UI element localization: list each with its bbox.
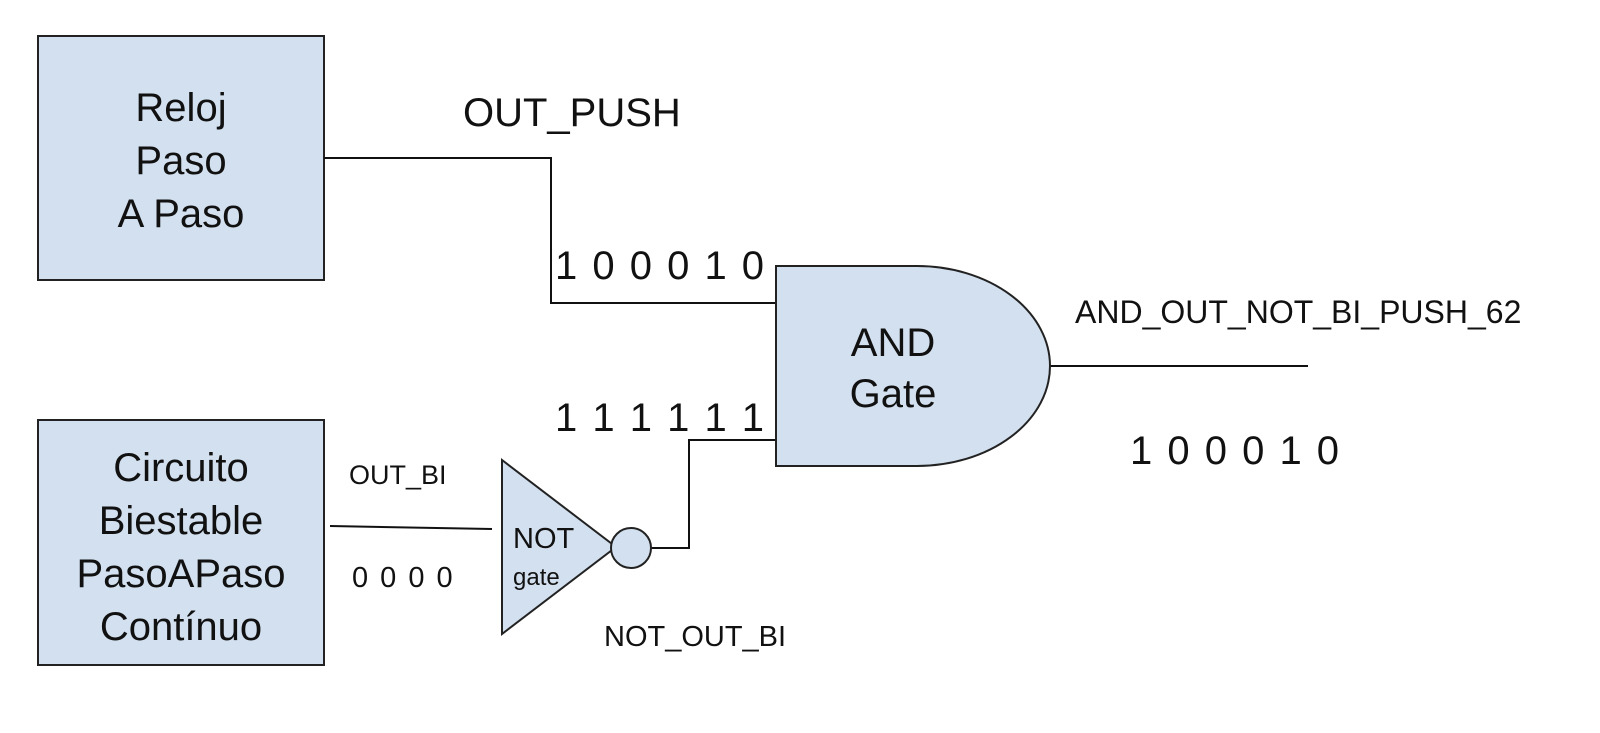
bistable-block-line-2: Biestable	[99, 499, 264, 543]
and-gate: AND Gate	[775, 265, 1051, 467]
and-gate-line-1: AND	[851, 321, 935, 365]
bistable-block: Circuito Biestable PasoAPaso Contínuo	[37, 419, 325, 666]
not-gate-triangle	[501, 457, 618, 637]
not-gate-bubble	[610, 527, 652, 569]
bistable-block-line-1: Circuito	[113, 446, 249, 490]
out-push-label: OUT_PUSH	[463, 91, 681, 135]
out-bi-value: 0 0 0 0	[352, 562, 455, 594]
not-gate: NOT gate	[501, 457, 652, 637]
not-gate-line-2: gate	[513, 564, 560, 591]
not-out-bi-label: NOT_OUT_BI	[604, 621, 786, 653]
not-gate-line-1: NOT	[513, 523, 575, 555]
and-out-label: AND_OUT_NOT_BI_PUSH_62	[1075, 294, 1521, 330]
out-push-wire	[324, 157, 776, 304]
not-out-bi-wire	[651, 439, 776, 549]
and-out-value: 1 0 0 0 1 0	[1130, 429, 1341, 473]
out-push-value: 1 0 0 0 1 0	[555, 244, 766, 288]
clock-block-line-2: Paso	[135, 139, 226, 183]
out-bi-wire	[329, 525, 493, 530]
out-bi-label: OUT_BI	[349, 460, 447, 490]
clock-block-line-1: Reloj	[135, 86, 226, 130]
not-out-bi-value: 1 1 1 1 1 1	[555, 396, 766, 440]
clock-block-line-3: A Paso	[118, 192, 245, 236]
bistable-block-line-4: Contínuo	[100, 605, 262, 649]
clock-block: Reloj Paso A Paso	[37, 35, 325, 281]
bistable-block-line-3: PasoAPaso	[76, 552, 285, 596]
and-gate-shape	[775, 265, 1051, 467]
and-gate-line-2: Gate	[850, 372, 937, 416]
